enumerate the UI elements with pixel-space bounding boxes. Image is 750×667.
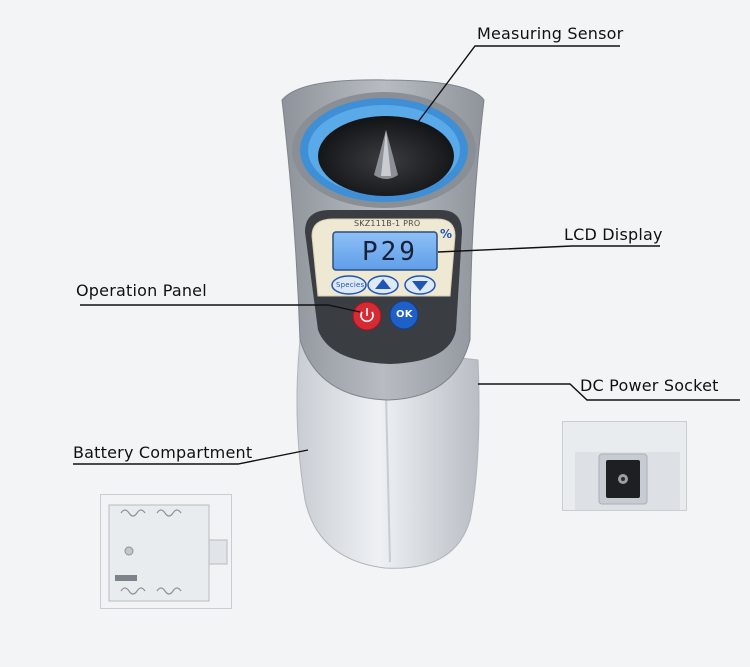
front-panel (305, 210, 462, 364)
unit-label: % (440, 227, 453, 241)
species-button (331, 275, 367, 295)
lcd-screen (332, 231, 438, 271)
measuring-sensor (292, 92, 476, 208)
power-icon (360, 311, 374, 323)
ok-button-label: OK (396, 309, 413, 320)
label-dc-power-socket: DC Power Socket (580, 376, 719, 395)
model-label: SKZ111B-1 PRO (354, 219, 421, 228)
label-battery-compartment: Battery Compartment (73, 443, 253, 462)
lcd-reading: P29 (362, 237, 418, 267)
battery-icon (120, 509, 182, 595)
battery-compartment-photo (100, 494, 232, 609)
ok-button (389, 300, 419, 330)
label-measuring-sensor: Measuring Sensor (477, 24, 624, 43)
up-arrow-icon (375, 279, 391, 289)
label-operation-panel: Operation Panel (76, 281, 207, 300)
down-arrow-icon (412, 281, 428, 291)
leader-lines (73, 45, 740, 465)
dc-socket-photo (562, 421, 687, 511)
species-button-label: Species (336, 281, 365, 289)
label-lcd-display: LCD Display (564, 225, 663, 244)
